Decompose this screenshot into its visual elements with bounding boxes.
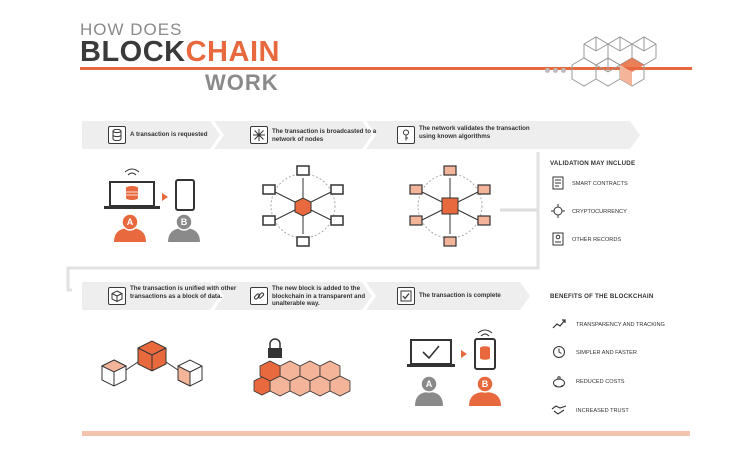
title-how-does: HOW DOES [80,20,183,39]
header-rule [80,67,692,70]
validation-title: VALIDATION MAY INCLUDE [550,160,636,167]
actor-a-final-label: A [425,379,433,389]
validation-item-3: OTHER RECORDS [572,237,622,243]
step-3-illustration [409,165,491,247]
checklist-icon [397,287,415,305]
step-6-illustration [407,329,501,406]
step-2-label: The transaction is broadcasted to a netw… [272,128,377,143]
step-6-label: The transaction is complete [419,292,501,299]
actor-b-final-label: B [481,379,489,389]
step-2-illustration [262,165,344,247]
step-1-illustration [104,168,200,242]
actor-a-label: A [126,217,134,227]
step-4-illustration [100,340,203,387]
crypto-icon [550,203,566,219]
padlock-icon [268,338,282,358]
key-icon [397,126,415,144]
cube-icon [108,287,126,305]
records-icon [550,231,566,247]
step-4-label: The transaction is unified with other tr… [130,285,237,300]
benefit-item-4: INCREASED TRUST [576,408,629,414]
step-3-label: The network validates the transaction us… [419,125,530,140]
chain-link-icon [250,287,268,305]
trend-icon [551,316,567,332]
contract-icon [550,175,566,191]
benefit-item-2: SIMPLER AND FASTER [576,350,637,356]
handshake-icon [551,402,567,418]
title-work: WORK [205,70,279,95]
title-blockchain: BLOCKCHAIN [80,36,280,69]
database-icon [108,126,126,144]
flow-connector [66,152,540,292]
step-1-label: A transaction is requested [130,131,208,138]
piggy-bank-icon [551,374,567,390]
title-block: BLOCK [80,36,186,68]
pagination-dots [545,60,569,78]
cube-cluster-icon [571,36,657,87]
wifi-icon [124,168,140,176]
step-5-label: The new block is added to the blockchain… [272,285,366,307]
wifi-icon [477,329,493,337]
footer-rule [82,431,690,436]
network-icon [250,126,268,144]
benefits-title: BENEFITS OF THE BLOCKCHAIN [550,293,654,300]
actor-b-label: B [180,217,188,227]
validation-item-2: CRYPTOCURRENCY [572,209,627,215]
benefit-item-3: REDUCED COSTS [576,379,625,385]
validation-item-1: SMART CONTRACTS [572,181,628,187]
clock-icon [551,344,567,360]
coin-stack-icon [126,186,138,200]
benefit-item-1: TRANSPARENCY AND TRACKING [576,322,665,328]
step-5-illustration [253,338,351,397]
title-chain: CHAIN [185,36,280,68]
